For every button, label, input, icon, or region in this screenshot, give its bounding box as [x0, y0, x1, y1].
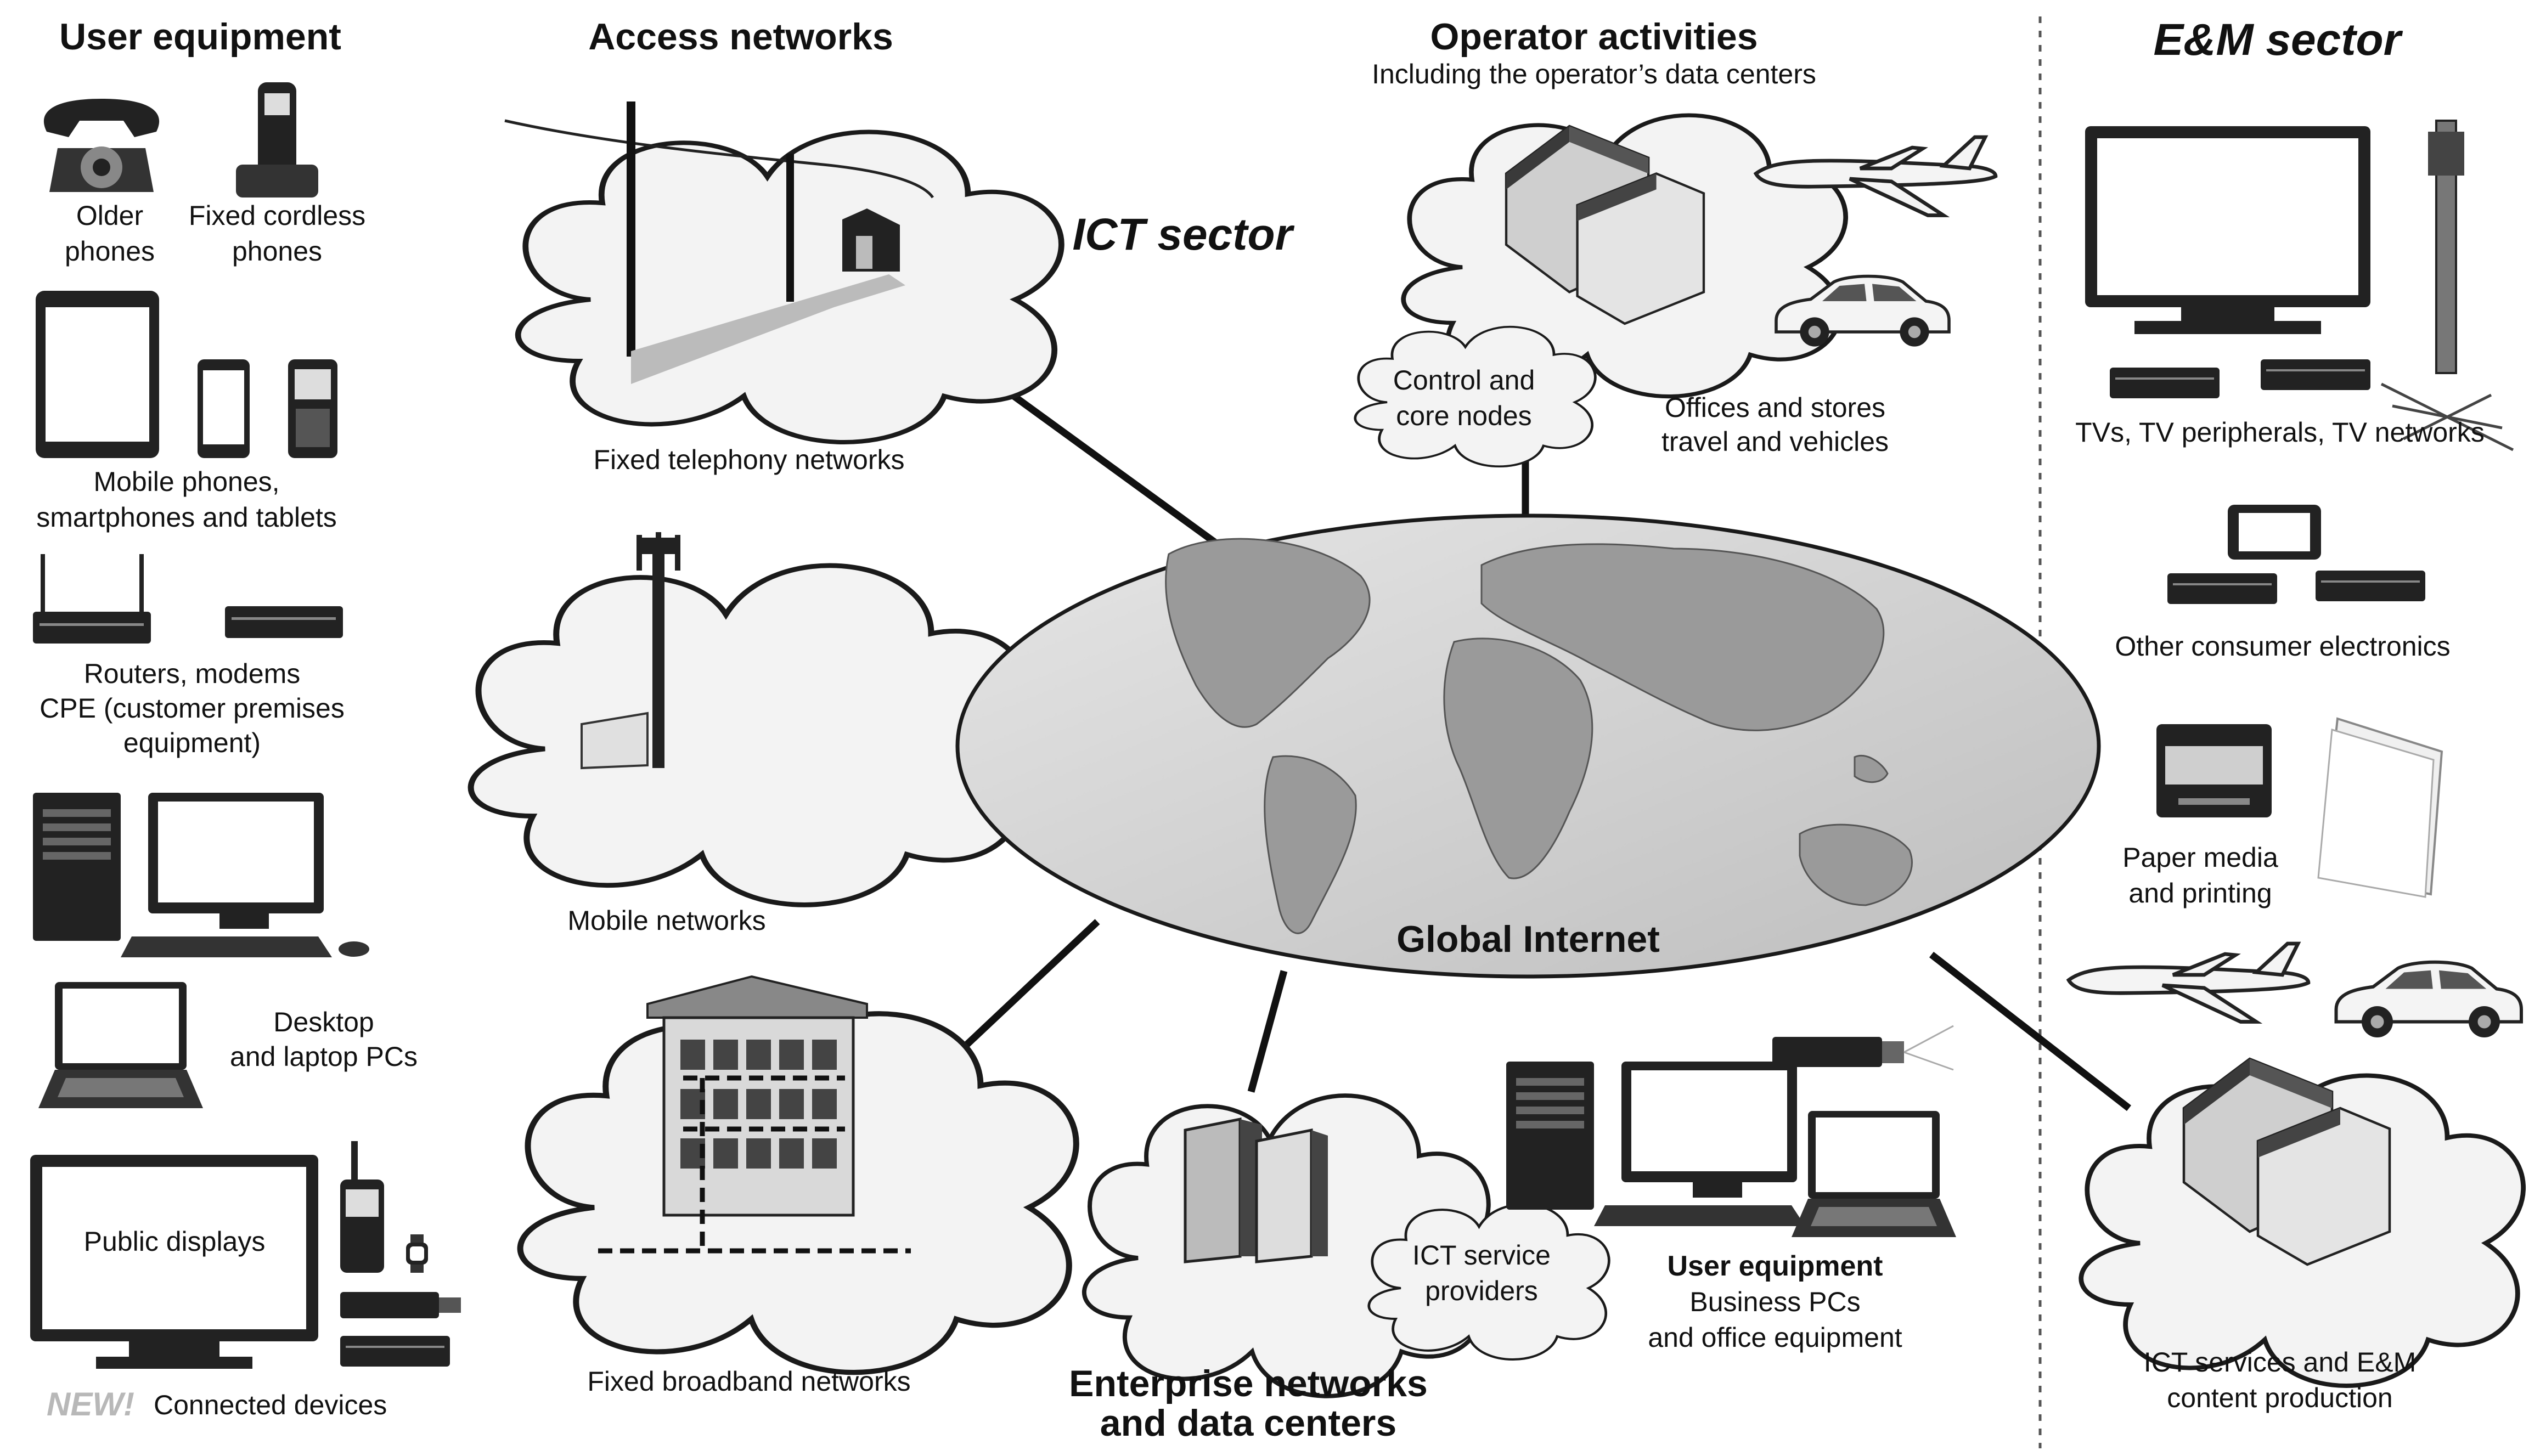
label-offices-1: Offices and stores [1665, 392, 1885, 423]
router-icon [33, 554, 151, 644]
label-em-services-1: ICT services and E&M [2144, 1347, 2416, 1378]
smartwatch-icon [406, 1234, 428, 1273]
world-map-continents [1165, 538, 1913, 934]
label-business-pcs-2: and office equipment [1648, 1322, 1902, 1353]
label-mobile-phones-1: Mobile phones, [93, 466, 279, 497]
label-routers-3: equipment) [123, 727, 261, 758]
label-enterprise-2: and data centers [1100, 1402, 1396, 1444]
cloud-mobile-networks [471, 566, 1027, 905]
label-pcs-1: Desktop [273, 1007, 374, 1037]
label-older-phones-1: Older [76, 200, 143, 231]
label-offices-2: travel and vehicles [1661, 426, 1889, 457]
printer-icon [2156, 724, 2272, 817]
header-em-sector: E&M sector [2153, 15, 2403, 65]
paper-stack-icon [2317, 717, 2443, 898]
walkie-phone-icon [340, 1141, 384, 1273]
label-new-tag: NEW! [47, 1386, 134, 1423]
label-older-phones-2: phones [65, 236, 155, 267]
em-car-icon [2336, 962, 2522, 1037]
tv-settop-box-1-icon [2110, 368, 2220, 398]
label-em-services-2: content production [2167, 1382, 2392, 1413]
label-mobile-phones-2: smartphones and tablets [36, 502, 337, 533]
label-enterprise-1: Enterprise networks [1069, 1363, 1428, 1404]
label-routers-1: Routers, modems [84, 658, 301, 689]
telephone-pole-icon [504, 101, 934, 384]
label-ict-sector: ICT sector [1073, 210, 1295, 259]
header-user-equipment: User equipment [59, 16, 341, 58]
modem-icon [225, 606, 343, 638]
laptop-icon [38, 982, 203, 1108]
tv-antenna-mast-icon [2380, 120, 2514, 452]
desktop-pc-icon [33, 793, 369, 957]
header-operator-activities: Operator activities [1430, 16, 1758, 58]
label-control-nodes-2: core nodes [1396, 400, 1531, 431]
label-cordless-phones-2: phones [232, 236, 322, 267]
label-routers-2: CPE (customer premises [40, 693, 345, 724]
settop-box-icon [340, 1336, 450, 1367]
label-pcs-2: and laptop PCs [230, 1041, 418, 1072]
tv-icon [2085, 126, 2370, 334]
label-ict-providers-1: ICT service [1412, 1240, 1551, 1271]
usb-stick-icon [340, 1292, 461, 1318]
header-access-networks: Access networks [588, 16, 893, 58]
label-global-internet: Global Internet [1396, 918, 1660, 960]
mobile-phone-icon [288, 359, 337, 458]
label-consumer-electronics: Other consumer electronics [2115, 631, 2450, 662]
consumer-electronics-icon [2167, 505, 2425, 604]
label-business-pcs-1: Business PCs [1689, 1286, 1860, 1317]
tv-settop-box-2-icon [2261, 359, 2370, 390]
label-control-nodes-1: Control and [1393, 365, 1535, 396]
link-enterprise [1247, 970, 1288, 1093]
projector-icon [1772, 1025, 1954, 1071]
data-center-servers-icon [1184, 1117, 1328, 1263]
tablet-icon [36, 291, 159, 458]
header-operator-subtitle: Including the operator’s data centers [1372, 59, 1816, 89]
label-fixed-telephony: Fixed telephony networks [594, 444, 905, 475]
business-pc-icon [1506, 1062, 1843, 1226]
apartment-building-icon [598, 975, 911, 1254]
label-tvs: TVs, TV peripherals, TV networks [2075, 417, 2485, 448]
label-cordless-phones-1: Fixed cordless [189, 200, 365, 231]
business-laptop-icon [1792, 1111, 1956, 1237]
old-phone-icon [43, 99, 160, 192]
label-paper-1: Paper media [2122, 842, 2278, 873]
label-paper-2: and printing [2128, 878, 2272, 908]
label-mobile-networks: Mobile networks [567, 905, 765, 936]
em-airplane-icon [2069, 944, 2308, 1022]
public-display-icon [30, 1155, 318, 1369]
label-business-user-equipment: User equipment [1668, 1250, 1883, 1282]
label-fixed-broadband: Fixed broadband networks [587, 1366, 910, 1397]
link-em [1929, 951, 2131, 1111]
smartphone-icon [198, 359, 250, 458]
cordless-phone-icon [236, 82, 318, 197]
global-internet-globe: Global Internet [955, 513, 2101, 979]
label-public-displays: Public displays [84, 1226, 266, 1257]
cell-tower-icon [581, 532, 680, 770]
label-ict-providers-2: providers [1425, 1276, 1538, 1306]
label-connected-devices: Connected devices [154, 1390, 387, 1420]
